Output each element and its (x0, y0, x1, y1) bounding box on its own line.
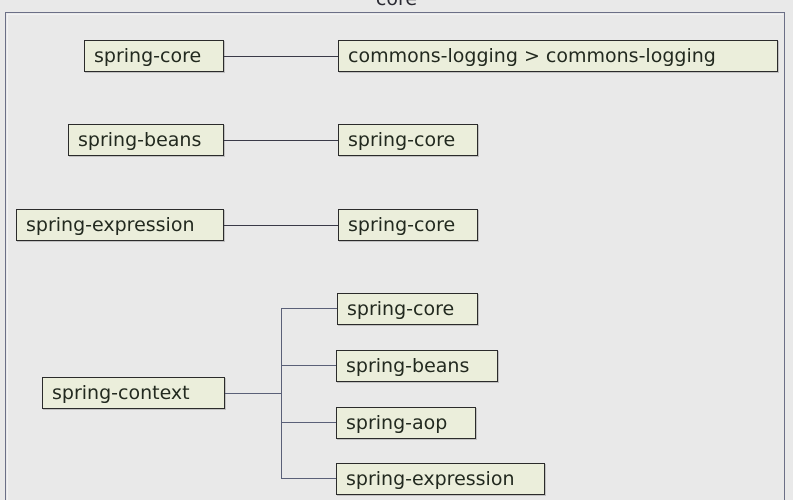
edge-spring-core-to-commons-logging (224, 56, 338, 57)
node-spring-core-target-1[interactable]: spring-core (338, 124, 478, 156)
node-label: spring-core (347, 297, 455, 320)
node-context-spring-aop[interactable]: spring-aop (336, 407, 476, 439)
node-label: spring-expression (26, 213, 195, 236)
edge-spring-expression-to-spring-core (224, 225, 338, 226)
node-spring-expression-source[interactable]: spring-expression (16, 209, 224, 241)
edge-spring-context-trunk (225, 393, 282, 394)
node-label: spring-aop (346, 411, 448, 434)
edge-spring-context-to-spring-beans (281, 365, 337, 366)
node-label: spring-beans (346, 354, 470, 377)
edge-spring-context-bus (281, 308, 282, 478)
node-spring-beans-source[interactable]: spring-beans (68, 124, 224, 156)
node-context-spring-beans[interactable]: spring-beans (336, 350, 498, 382)
node-spring-core-target-2[interactable]: spring-core (338, 209, 478, 241)
edge-spring-context-to-spring-aop (281, 422, 337, 423)
node-label: spring-core (94, 44, 202, 67)
node-label: spring-core (348, 128, 456, 151)
node-label: spring-core (348, 213, 456, 236)
node-label: spring-beans (78, 128, 202, 151)
edge-spring-context-to-spring-core (281, 308, 338, 309)
core-group-frame (5, 12, 785, 500)
edge-spring-context-to-spring-expression (281, 478, 337, 479)
node-context-spring-core[interactable]: spring-core (337, 293, 478, 325)
core-group-title-label: core (369, 0, 424, 9)
node-label: spring-context (52, 381, 190, 404)
node-spring-context-source[interactable]: spring-context (42, 377, 225, 409)
node-label: commons-logging > commons-logging (348, 44, 716, 67)
node-commons-logging[interactable]: commons-logging > commons-logging (338, 40, 778, 72)
node-label: spring-expression (346, 467, 515, 490)
node-spring-core-source[interactable]: spring-core (84, 40, 224, 72)
node-context-spring-expression[interactable]: spring-expression (336, 463, 545, 495)
edge-spring-beans-to-spring-core (224, 140, 338, 141)
